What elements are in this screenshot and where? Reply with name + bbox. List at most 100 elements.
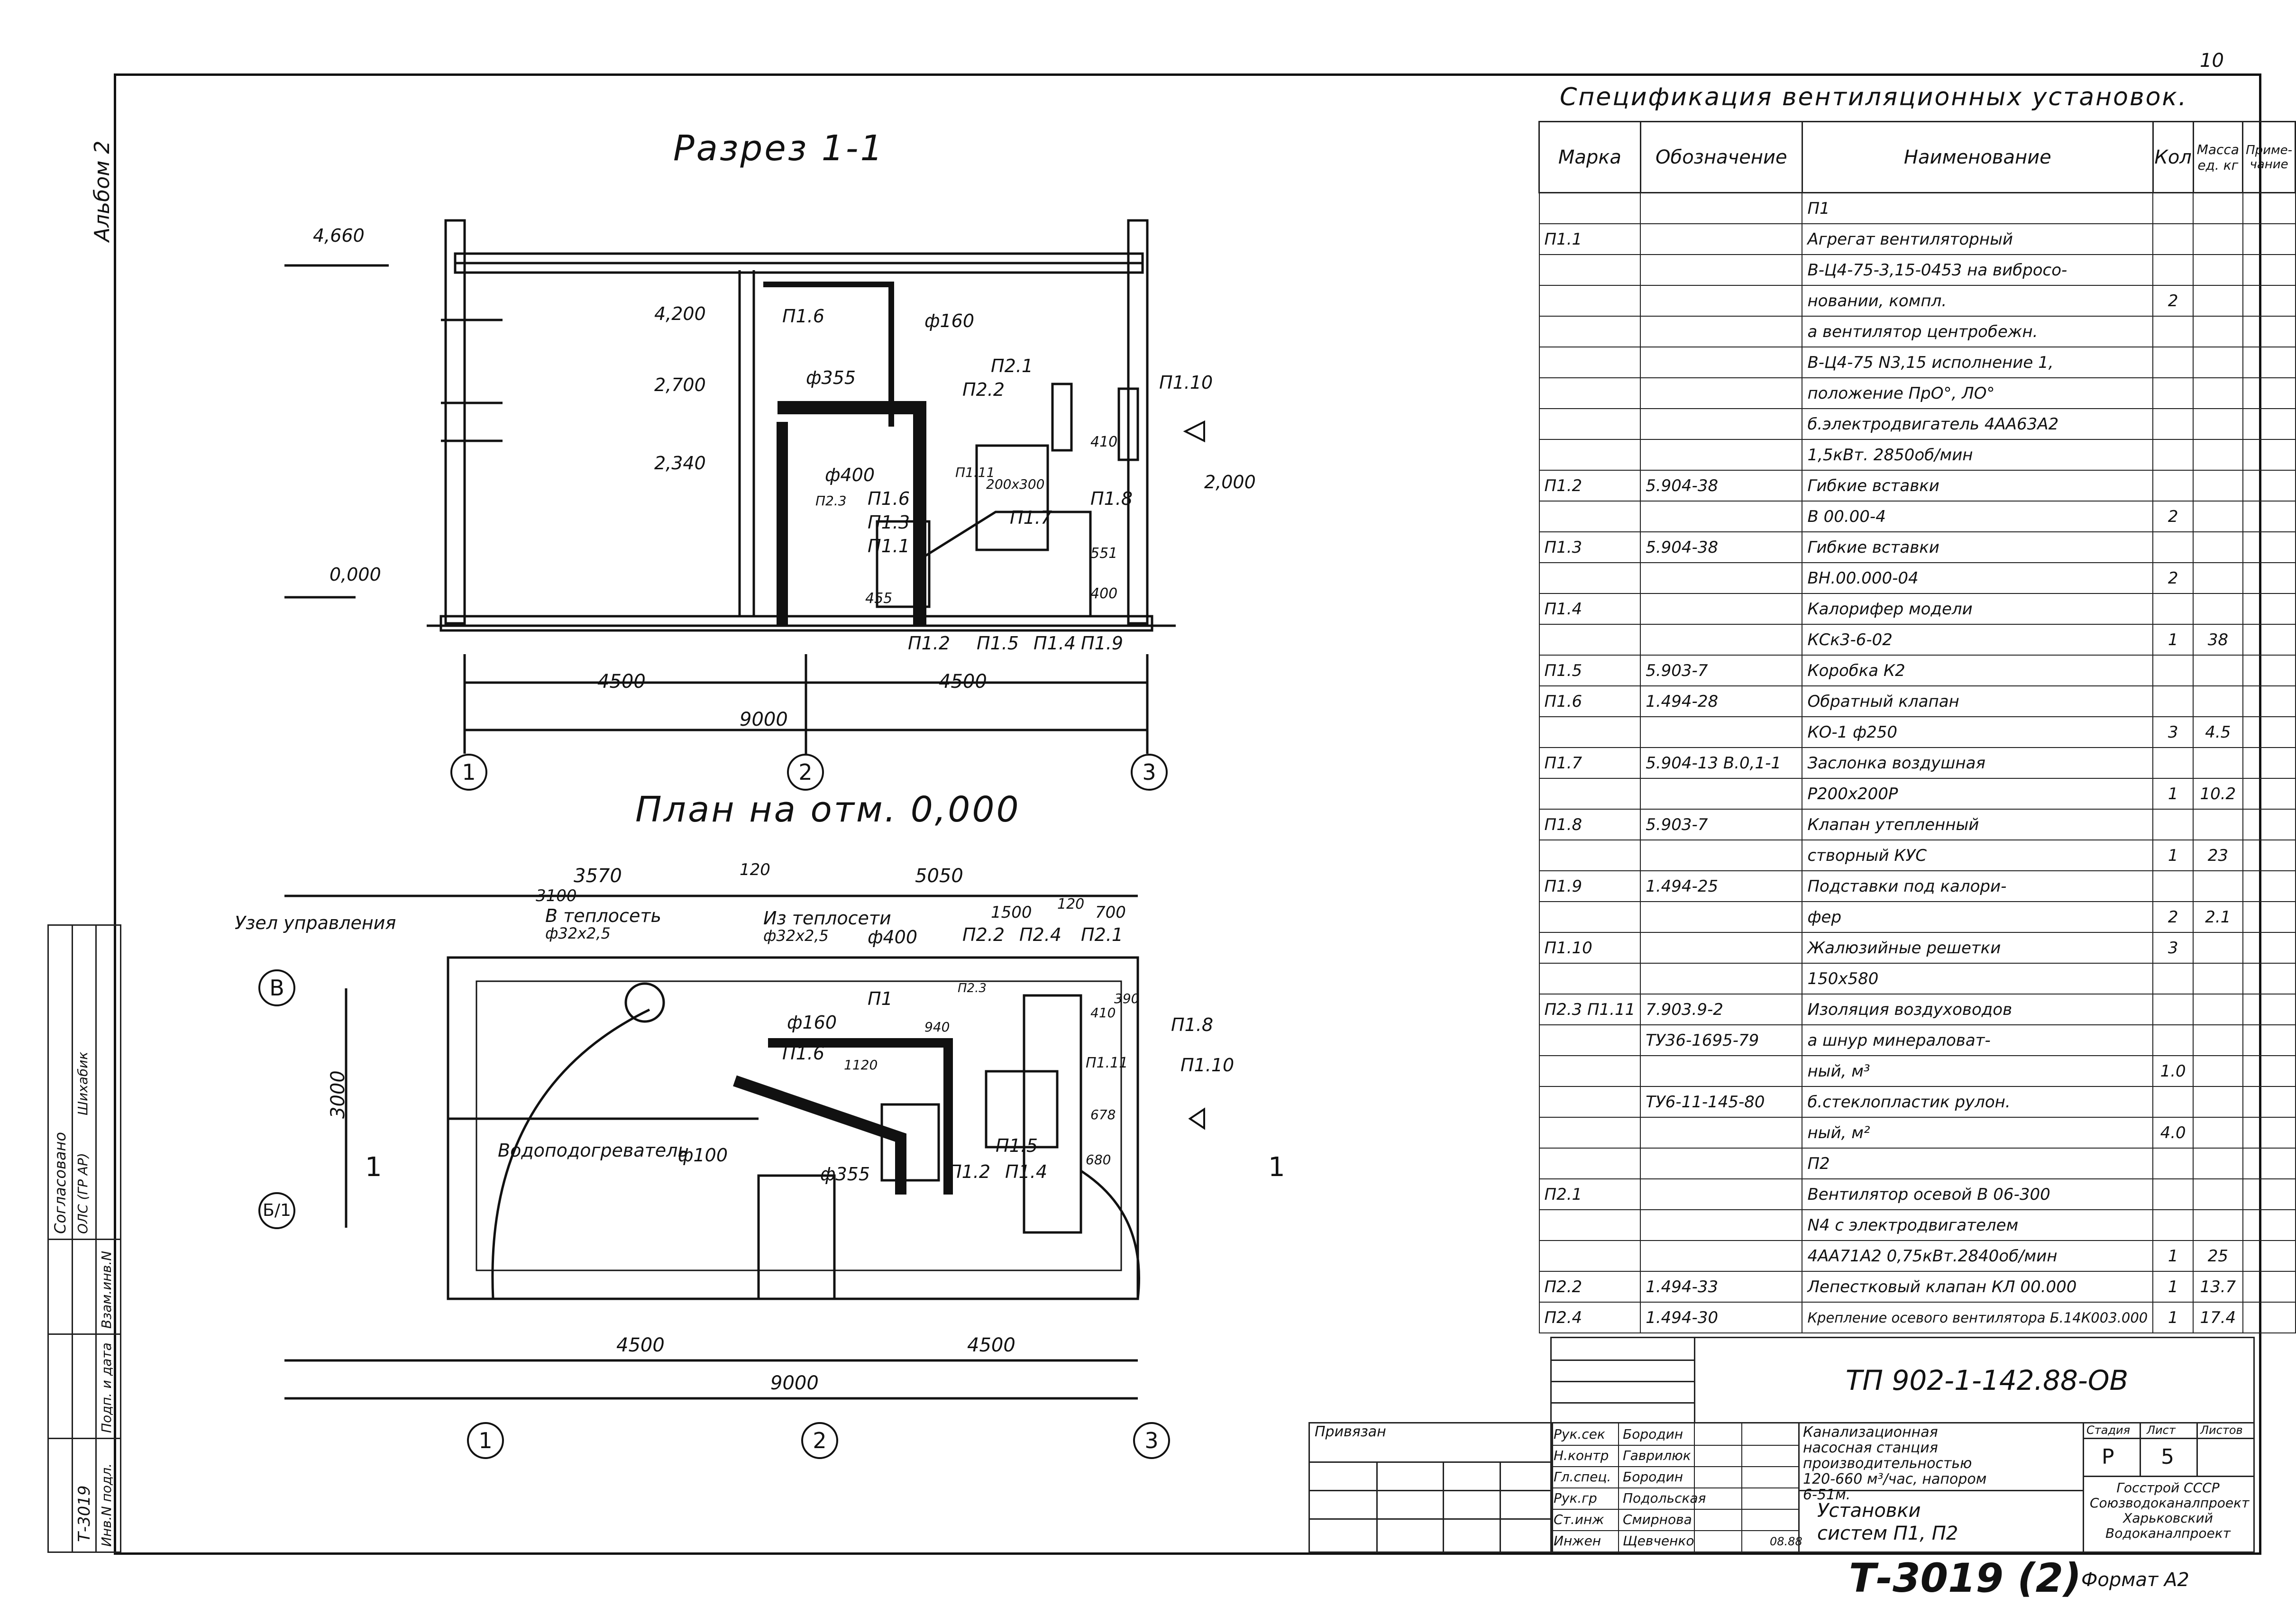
spec-cell-note [2242, 624, 2296, 656]
spec-cell-mark: П1.3 [1538, 531, 1641, 563]
spec-cell-designation [1640, 439, 1803, 471]
spec-cell-mass [2193, 562, 2243, 594]
signature-row: Гл.спец.Бородин [1552, 1466, 1798, 1488]
spec-cell-qty [2152, 531, 2194, 563]
spec-cell-mass [2193, 1117, 2243, 1149]
spec-cell-mass: 13.7 [2193, 1271, 2243, 1303]
spec-cell-mass: 10.2 [2193, 778, 2243, 810]
spec-cell-note [2242, 501, 2296, 532]
spec-cell-name: Лепестковый клапан КЛ 00.000 [1802, 1271, 2154, 1303]
spec-cell-note [2242, 655, 2296, 686]
spec-cell-name: ВН.00.000-04 [1802, 562, 2154, 594]
spec-cell-note [2242, 1271, 2296, 1303]
spec-cell-name: ный, м² [1802, 1117, 2154, 1149]
spec-cell-qty [2152, 870, 2194, 902]
level-0000: 0,000 [329, 564, 381, 585]
plan-label-680: 680 [1086, 1152, 1111, 1168]
plan-label-410: 410 [1090, 1005, 1116, 1021]
spec-cell-mark: П2.2 [1538, 1271, 1641, 1303]
spec-cell-mark: П1.8 [1538, 809, 1641, 840]
plan-dim-4500b: 4500 [967, 1334, 1015, 1356]
spec-cell-designation [1640, 1209, 1803, 1241]
spec-row: 150х580 [1538, 963, 2296, 994]
album-label: Альбом 2 [90, 140, 114, 242]
plan-label-p111: П1.11 [1086, 1055, 1128, 1071]
spec-row: а вентилятор центробежн. [1538, 316, 2296, 347]
sec-label-455: 455 [865, 590, 893, 607]
spec-cell-designation [1640, 316, 1803, 347]
sec-label-d400: ф400 [825, 465, 875, 485]
level-2000: 2,000 [1204, 472, 1256, 493]
spec-cell-qty [2152, 994, 2194, 1025]
spec-cell-mark: П1.1 [1538, 223, 1641, 255]
person-name: Подольская [1623, 1490, 1706, 1506]
sheet-header: Лист [2147, 1423, 2176, 1437]
stage-value: Р [2102, 1445, 2114, 1469]
stage-header: Стадия [2086, 1423, 2131, 1437]
spec-cell-note [2242, 192, 2296, 224]
spec-cell-qty [2152, 439, 2194, 471]
spec-cell-name: Заслонка воздушная [1802, 747, 2154, 779]
spec-cell-mark [1538, 254, 1641, 286]
spec-cell-note [2242, 1024, 2296, 1056]
spec-cell-mark [1538, 1086, 1641, 1118]
sheet-title: Установки систем П1, П2 [1817, 1500, 1958, 1544]
inv-label: Взам.инв.N [99, 1250, 114, 1329]
sec-label-400: 400 [1090, 585, 1118, 602]
spec-cell-name: Гибкие вставки [1802, 531, 2154, 563]
spec-cell-note [2242, 1178, 2296, 1210]
spec-row: П1 [1538, 192, 2296, 224]
level-2340: 2,340 [654, 453, 706, 474]
spec-cell-qty: 1.0 [2152, 1055, 2194, 1087]
section-drawing [284, 219, 1205, 754]
spec-row: В-Ц4-75 N3,15 исполнение 1, [1538, 347, 2296, 378]
spec-cell-name: Жалюзийные решетки [1802, 932, 2154, 964]
plan-axis-v: В [258, 969, 295, 1006]
sheet-stamp-number: Т-3019 (2) [1849, 1555, 2082, 1601]
sec-label-d160: ф160 [924, 310, 975, 331]
spec-cell-name: фер [1802, 901, 2154, 933]
spec-cell-name: П2 [1802, 1148, 2154, 1179]
spec-row: 1,5кВт. 2850об/мин [1538, 439, 2296, 471]
spec-cell-name: новании, компл. [1802, 285, 2154, 317]
spec-cell-mass: 4.5 [2193, 716, 2243, 748]
spec-cell-qty [2152, 408, 2194, 440]
spec-cell-mass [2193, 809, 2243, 840]
plan-axis-3: 3 [1133, 1422, 1170, 1459]
person-name: Щевченко [1623, 1533, 1694, 1549]
spec-cell-note [2242, 716, 2296, 748]
sec-label-p17: П1.7 [1010, 507, 1052, 528]
sec-dim-4500b: 4500 [939, 671, 987, 693]
spec-cell-qty: 1 [2152, 839, 2194, 871]
spec-cell-note [2242, 254, 2296, 286]
role-label: Н.контр [1554, 1448, 1609, 1463]
spec-cell-mass: 23 [2193, 839, 2243, 871]
person-name: Смирнова [1623, 1512, 1692, 1527]
spec-cell-designation [1640, 377, 1803, 409]
sheets-header: Листов [2200, 1423, 2243, 1437]
spec-cell-note [2242, 408, 2296, 440]
sec-dim-4500a: 4500 [597, 671, 646, 693]
spec-cell-qty [2152, 809, 2194, 840]
role-label: Инжен [1554, 1533, 1601, 1549]
spec-cell-mass [2193, 408, 2243, 440]
spec-cell-mass [2193, 1178, 2243, 1210]
agreed-label: Согласовано [51, 1132, 69, 1234]
spec-cell-designation [1640, 901, 1803, 933]
plan-label-from-heat: Из теплосети [763, 908, 891, 929]
plan-label-p23: П2.3 [958, 981, 987, 995]
plan-label-p15: П1.5 [996, 1135, 1038, 1156]
spec-cell-mass [2193, 870, 2243, 902]
